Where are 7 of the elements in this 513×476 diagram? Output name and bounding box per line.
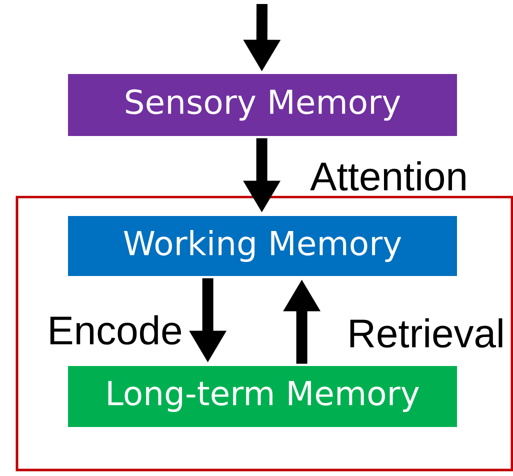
edge-label: Retrieval xyxy=(350,318,502,348)
edge-label: Attention xyxy=(310,161,466,191)
process-box: Working Memory xyxy=(68,216,457,276)
process-box: Sensory Memory xyxy=(68,74,457,136)
frame-box xyxy=(16,196,513,472)
edge-label: Encode xyxy=(50,315,182,345)
process-box: Long-term Memory xyxy=(68,366,457,427)
